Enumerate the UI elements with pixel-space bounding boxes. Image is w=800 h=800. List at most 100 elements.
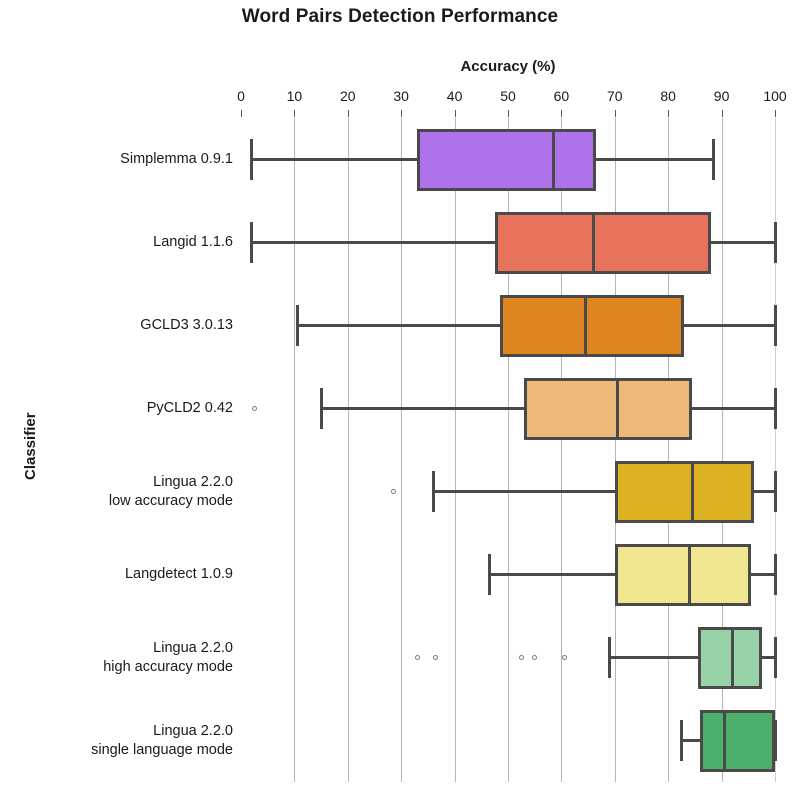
y-axis-tick-label: Simplemma 0.9.1	[5, 150, 233, 169]
x-tick-mark	[721, 110, 723, 117]
median-line	[722, 709, 726, 772]
outlier-point	[433, 655, 439, 660]
gridline	[668, 118, 670, 782]
y-label-line-2: low accuracy mode	[108, 492, 233, 509]
whisker-high-cap	[773, 305, 777, 346]
x-tick-mark	[508, 110, 509, 117]
outlier-point	[414, 655, 420, 660]
gridline	[401, 118, 403, 782]
whisker-low-line	[681, 739, 701, 742]
whisker-high-line	[684, 324, 775, 327]
whisker-low-line	[433, 490, 615, 493]
median-line	[688, 543, 692, 606]
y-axis-tick-label: Lingua 2.2.0 high accuracy mode	[5, 639, 233, 677]
x-tick-mark	[668, 110, 670, 117]
whisker-high-line	[750, 573, 775, 576]
gridline	[561, 118, 563, 782]
x-tick-mark	[775, 110, 776, 117]
x-tick-mark	[294, 110, 296, 117]
box-iqr[interactable]	[700, 709, 775, 772]
x-tick-label: 30	[393, 88, 409, 104]
x-tick-mark	[614, 110, 616, 117]
whisker-low-cap	[250, 222, 254, 263]
median-line	[730, 626, 734, 689]
box-iqr[interactable]	[417, 128, 597, 191]
whisker-low-line	[321, 407, 524, 410]
y-axis-tick-label: Langdetect 1.0.9	[5, 565, 233, 584]
x-tick-mark	[454, 110, 456, 117]
whisker-low-line	[297, 324, 500, 327]
whisker-high-cap	[773, 222, 777, 263]
y-label-line-1: Lingua 2.2.0	[153, 473, 233, 490]
whisker-high-cap	[773, 637, 777, 678]
whisker-low-cap	[319, 388, 323, 429]
x-tick-label: 80	[660, 88, 676, 104]
outlier-point	[561, 655, 567, 660]
whisker-high-line	[753, 490, 775, 493]
box-iqr[interactable]	[494, 211, 711, 274]
y-axis-tick-label: GCLD3 3.0.13	[5, 316, 233, 335]
median-line	[591, 211, 595, 274]
outlier-point	[532, 655, 538, 660]
whisker-low-cap	[607, 637, 611, 678]
y-axis-tick-label: Lingua 2.2.0 single language mode	[5, 722, 233, 760]
outlier-point	[251, 406, 257, 411]
median-line	[551, 128, 555, 191]
chart-title: Word Pairs Detection Performance	[241, 6, 559, 27]
gridline	[721, 118, 723, 782]
y-label-line-1: Lingua 2.2.0	[153, 722, 233, 739]
y-label-line-1: Langid 1.1.6	[153, 234, 233, 250]
y-label-line-1: Lingua 2.2.0	[153, 639, 233, 656]
median-line	[690, 460, 694, 523]
x-axis-title: Accuracy (%)	[460, 58, 556, 75]
x-tick-mark	[347, 110, 349, 117]
gridline	[614, 118, 616, 782]
whisker-low-cap	[431, 471, 435, 512]
box-iqr[interactable]	[614, 460, 754, 523]
outlier-point	[390, 489, 396, 494]
plot-right-spine	[775, 118, 776, 782]
x-tick-mark	[561, 110, 563, 117]
box-iqr[interactable]	[614, 543, 751, 606]
x-tick-label: 100	[763, 88, 787, 104]
box-iqr[interactable]	[697, 626, 762, 689]
whisker-high-line	[710, 241, 775, 244]
whisker-high-cap	[773, 720, 777, 761]
y-label-line-1: Simplemma 0.9.1	[120, 151, 233, 167]
box-iqr[interactable]	[499, 294, 685, 357]
x-tick-label: 40	[446, 88, 463, 104]
whisker-high-line	[761, 656, 775, 659]
x-tick-label: 60	[553, 88, 570, 104]
y-label-line-2: high accuracy mode	[103, 658, 233, 675]
whisker-high-cap	[773, 554, 777, 595]
median-line	[583, 294, 587, 357]
y-axis-tick-label: Langid 1.1.6	[5, 233, 233, 252]
whisker-high-cap	[773, 388, 777, 429]
whisker-low-line	[489, 573, 615, 576]
outlier-point	[518, 655, 524, 660]
whisker-low-line	[609, 656, 698, 659]
gridline	[454, 118, 456, 782]
y-label-line-2: single language mode	[91, 741, 233, 758]
whisker-low-cap	[680, 720, 684, 761]
y-label-line-1: GCLD3 3.0.13	[140, 317, 233, 333]
whisker-low-cap	[487, 554, 491, 595]
y-label-line-1: Langdetect 1.0.9	[124, 566, 233, 582]
plot-area	[241, 118, 777, 782]
y-axis-tick-label: Lingua 2.2.0 low accuracy mode	[5, 473, 233, 511]
box-iqr[interactable]	[524, 377, 693, 440]
y-label-line-1: PyCLD2 0.42	[146, 400, 233, 416]
gridline	[347, 118, 349, 782]
median-line	[615, 377, 619, 440]
x-tick-mark	[241, 110, 242, 117]
x-tick-mark	[401, 110, 403, 117]
whisker-high-cap	[773, 471, 777, 512]
x-tick-label: 20	[340, 88, 356, 104]
whisker-high-cap	[712, 139, 716, 180]
y-axis-tick-label: PyCLD2 0.42	[5, 399, 233, 418]
whisker-high-line	[596, 158, 714, 161]
x-tick-label: 90	[713, 88, 730, 104]
x-tick-label: 50	[500, 88, 516, 104]
whisker-low-cap	[295, 305, 299, 346]
